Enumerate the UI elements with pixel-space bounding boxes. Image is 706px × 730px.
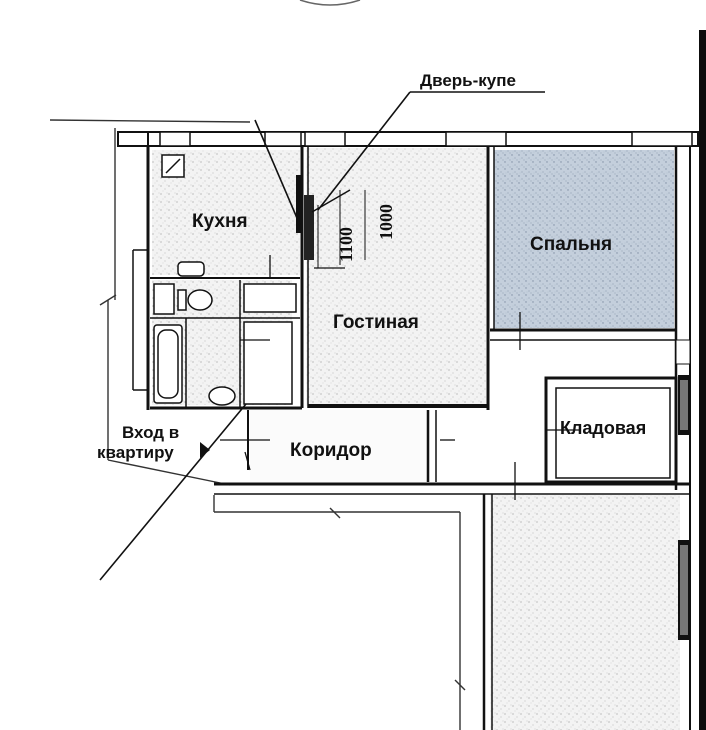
- exterior-lines: [49, 119, 466, 730]
- sliding-door-annotation: Дверь-купе: [420, 71, 516, 90]
- dimension-1100: 1100: [336, 227, 356, 262]
- kitchen-fixtures: [161, 154, 297, 313]
- storage-label: Кладовая: [560, 418, 646, 438]
- right-hatches: [675, 339, 691, 640]
- dimension-1000: 1000: [376, 204, 396, 240]
- top-wall: [117, 131, 699, 147]
- kitchen-label: Кухня: [192, 211, 248, 232]
- top-arc: [299, 0, 361, 6]
- entrance-label-line2: квартиру: [97, 443, 174, 462]
- living-room-label: Гостиная: [333, 312, 419, 333]
- leader-lines: [99, 91, 545, 581]
- bathroom-fixtures: [153, 283, 293, 406]
- lower-room-area: [490, 495, 680, 730]
- corridor-label: Коридор: [290, 440, 372, 461]
- bedroom-area: [494, 150, 674, 328]
- entrance-arrow-icon: [200, 442, 210, 458]
- living-room-area: [306, 148, 486, 406]
- door-ticks: [220, 255, 580, 500]
- entrance-label-line1: Вход в: [122, 423, 179, 442]
- scan-edge: [699, 30, 706, 730]
- corridor-area: [250, 410, 430, 482]
- bedroom-label: Спальня: [530, 234, 612, 255]
